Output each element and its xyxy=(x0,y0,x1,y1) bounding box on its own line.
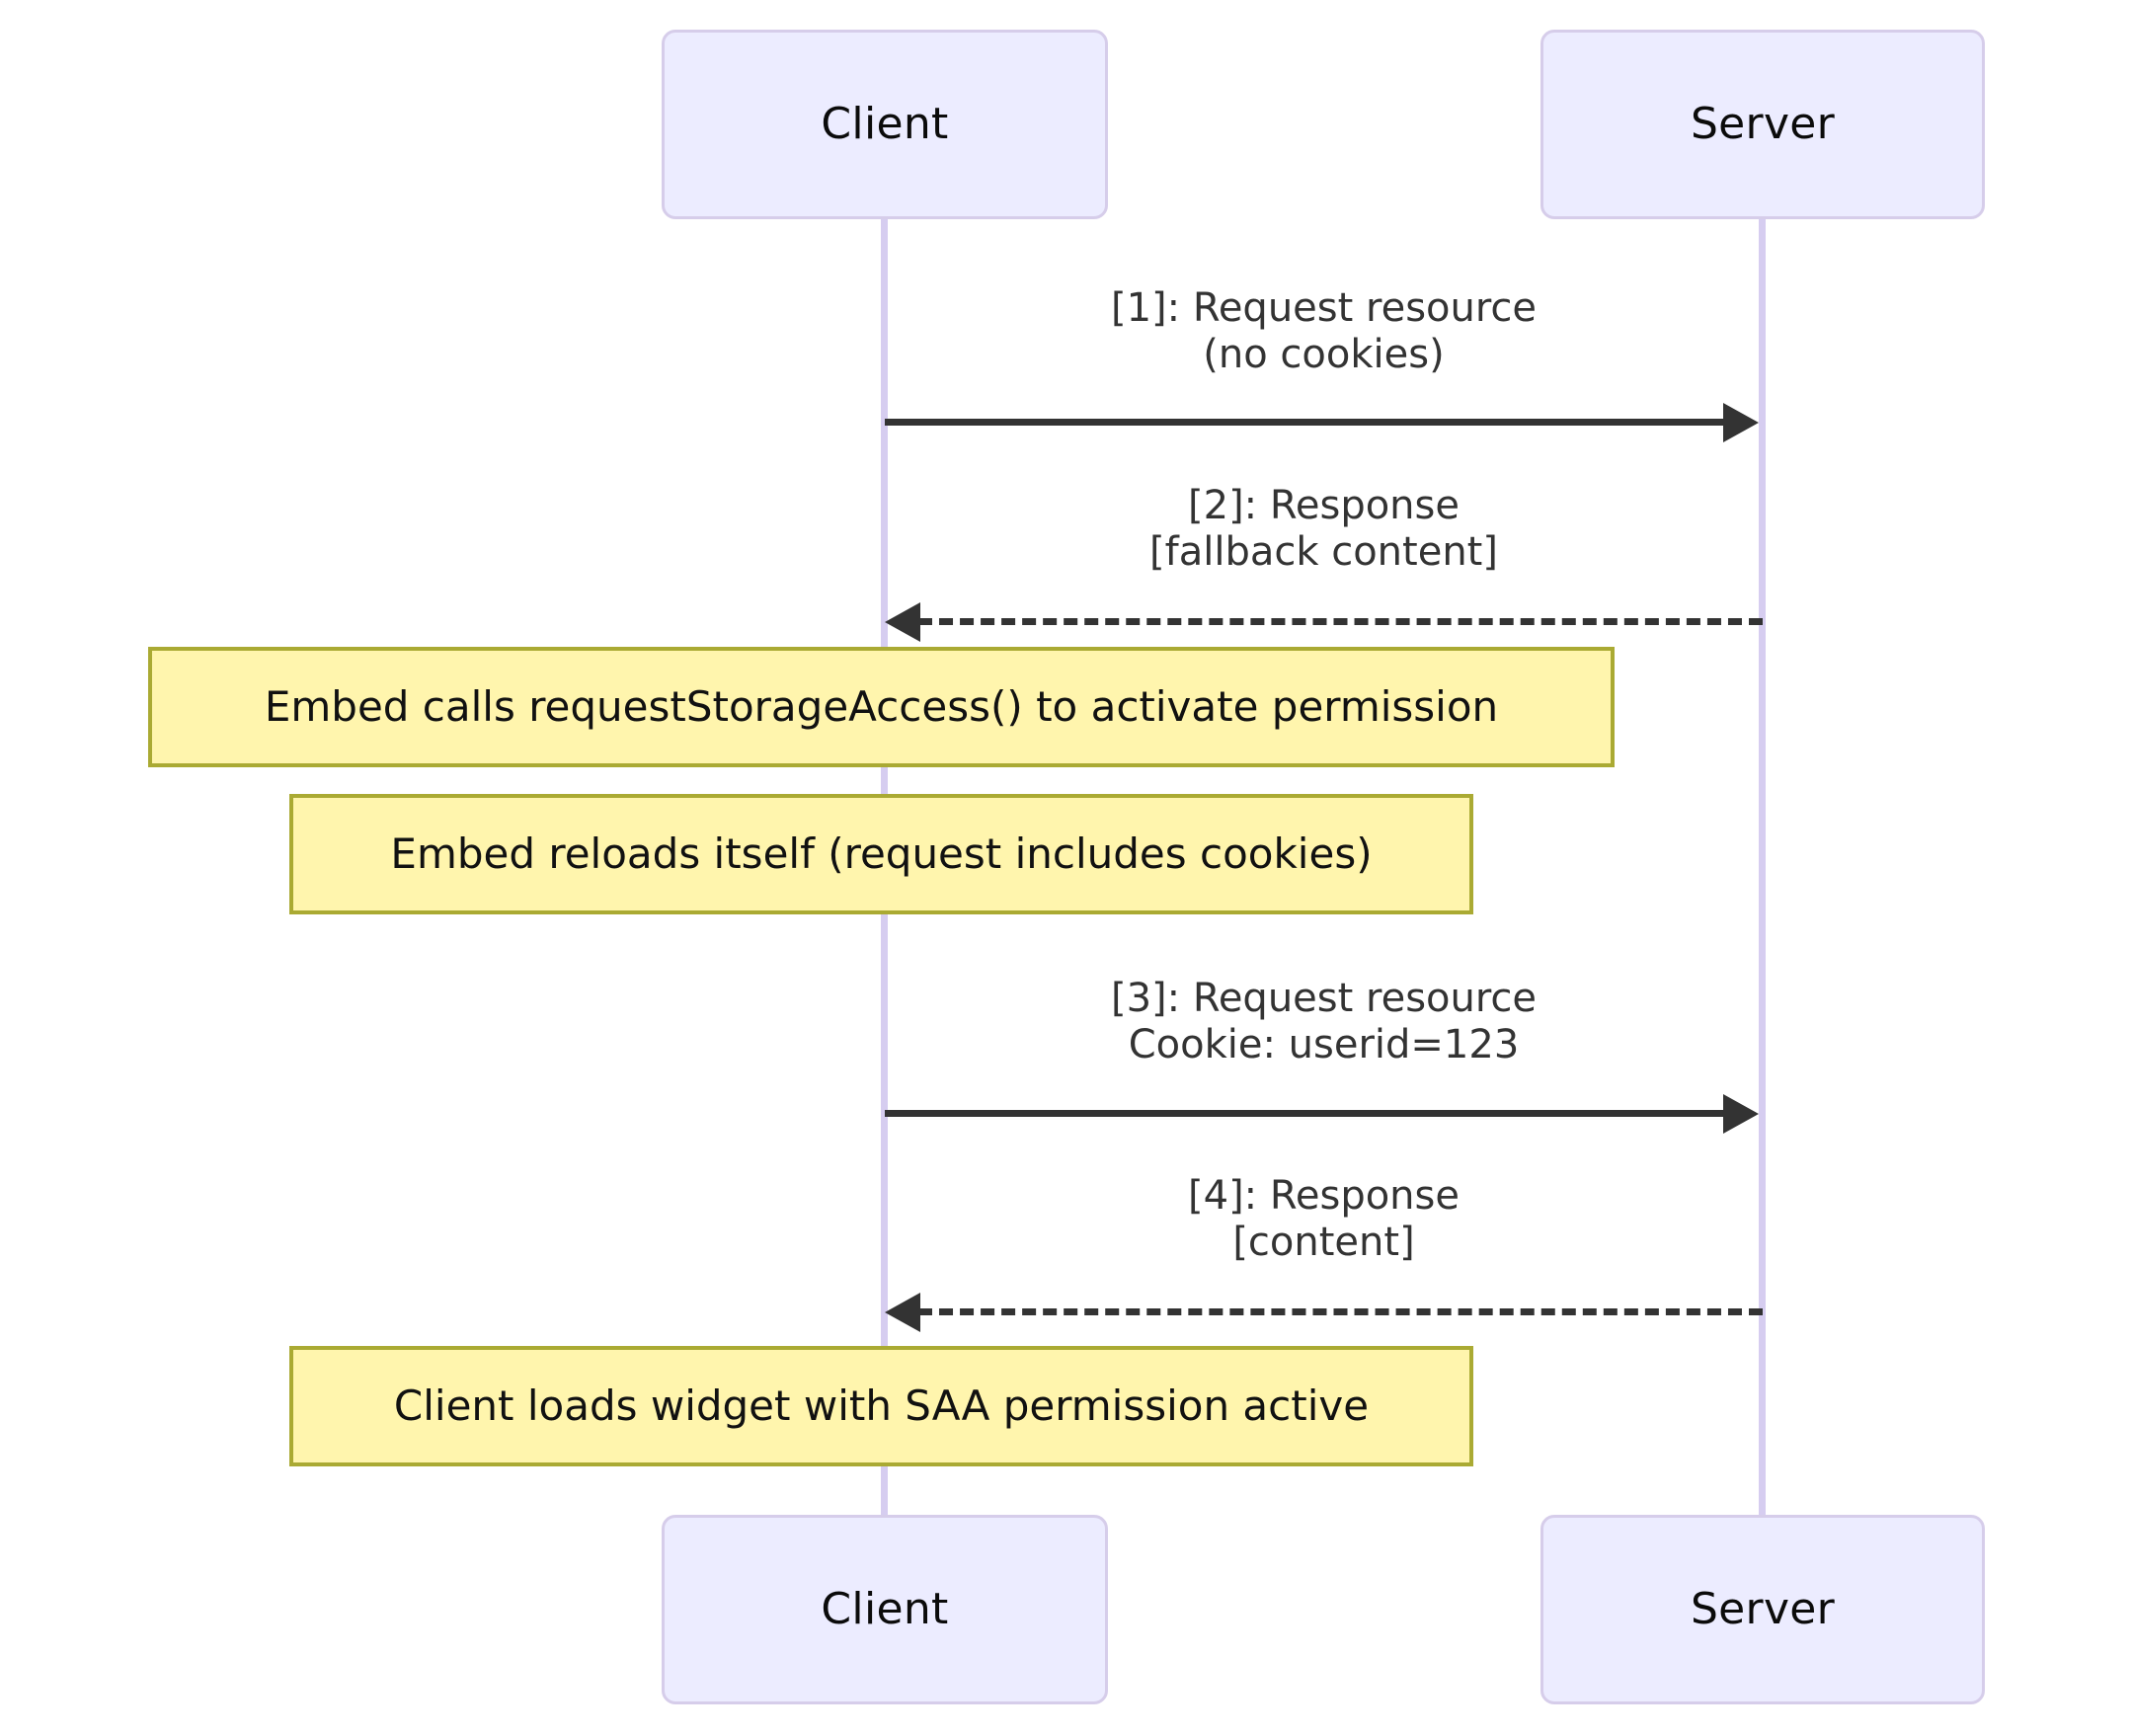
note-request-storage-access-label: Embed calls requestStorageAccess() to ac… xyxy=(264,681,1499,731)
message-2-arrowhead xyxy=(885,602,920,642)
note-client-loads-widget-label: Client loads widget with SAA permission … xyxy=(393,1381,1370,1430)
message-4-line xyxy=(918,1308,1763,1315)
note-embed-reloads-label: Embed reloads itself (request includes c… xyxy=(390,829,1373,878)
participant-server-bottom-label: Server xyxy=(1690,1584,1836,1634)
message-1-line xyxy=(885,419,1729,426)
message-3-label: [3]: Request resource Cookie: userid=123 xyxy=(1110,976,1538,1068)
note-embed-reloads[interactable]: Embed reloads itself (request includes c… xyxy=(289,794,1473,914)
message-2-label: [2]: Response [fallback content] xyxy=(1149,483,1498,576)
note-request-storage-access[interactable]: Embed calls requestStorageAccess() to ac… xyxy=(148,647,1615,767)
participant-server-bottom[interactable]: Server xyxy=(1540,1515,1985,1704)
participant-client-bottom-label: Client xyxy=(821,1584,949,1634)
participant-client-bottom[interactable]: Client xyxy=(662,1515,1108,1704)
message-3-line xyxy=(885,1110,1729,1117)
participant-server-top-label: Server xyxy=(1690,99,1836,149)
participant-client-top[interactable]: Client xyxy=(662,30,1108,219)
lifeline-server xyxy=(1759,219,1766,1519)
message-4-arrowhead xyxy=(885,1293,920,1332)
message-4-label: [4]: Response [content] xyxy=(1188,1173,1460,1266)
message-2-line xyxy=(918,618,1763,625)
participant-client-top-label: Client xyxy=(821,99,949,149)
message-3-arrowhead xyxy=(1723,1094,1759,1134)
message-1-label: [1]: Request resource (no cookies) xyxy=(1110,285,1538,378)
participant-server-top[interactable]: Server xyxy=(1540,30,1985,219)
message-1-arrowhead xyxy=(1723,403,1759,442)
note-client-loads-widget[interactable]: Client loads widget with SAA permission … xyxy=(289,1346,1473,1466)
